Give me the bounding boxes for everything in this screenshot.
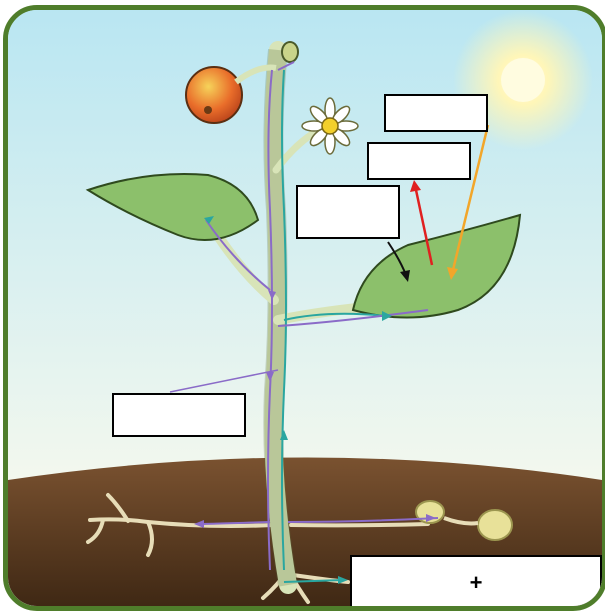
label-box-gas-out[interactable] [367, 142, 471, 180]
sun-icon [501, 58, 545, 102]
fruit-apple [186, 67, 242, 123]
label-box-root[interactable]: + [350, 555, 602, 610]
top-bud [282, 42, 298, 62]
plus-sign: + [352, 557, 600, 608]
apple-calyx [204, 106, 212, 114]
label-box-gas-in[interactable] [296, 185, 400, 239]
plant-diagram-frame: + [3, 5, 605, 611]
label-box-sun[interactable] [384, 94, 488, 132]
plant-illustration [8, 10, 602, 606]
label-box-stem[interactable] [112, 393, 246, 437]
tuber-large [478, 510, 512, 540]
